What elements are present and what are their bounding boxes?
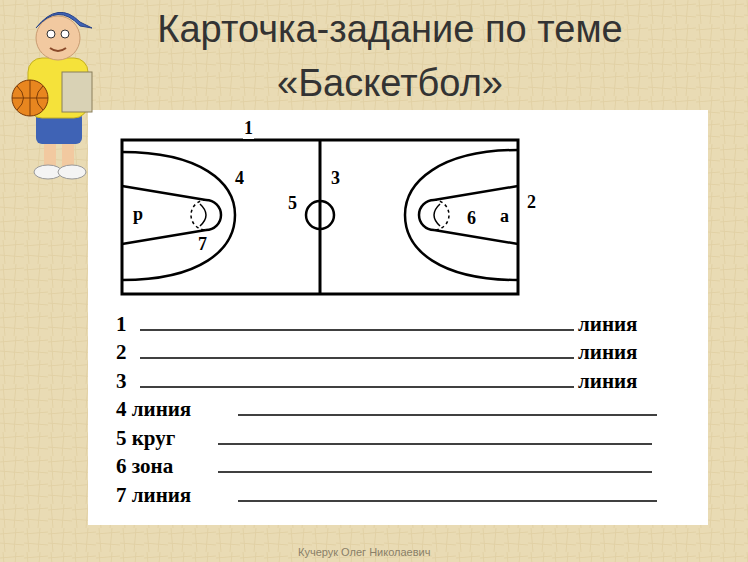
item-number: 3 xyxy=(116,369,127,394)
item-prompt: 6 зона xyxy=(116,454,173,479)
author-watermark: Кучерук Олег Николаевич xyxy=(298,546,430,558)
answer-lines xyxy=(140,330,657,501)
cartoon-player xyxy=(12,12,92,179)
item-number: 2 xyxy=(116,340,127,365)
callout-number: 4 xyxy=(234,168,245,189)
court-letter: а xyxy=(499,206,510,227)
item-word: линия xyxy=(578,312,637,337)
item-prompt: 4 линия xyxy=(116,397,191,422)
item-prompt: 7 линия xyxy=(116,483,191,508)
callout-number: 6 xyxy=(466,208,477,229)
item-number: 1 xyxy=(116,312,127,337)
callout-number: 5 xyxy=(287,193,298,214)
card-title: Карточка-задание по теме «Баскетбол» xyxy=(100,2,680,110)
callout-number: 7 xyxy=(197,234,208,255)
item-prompt: 5 круг xyxy=(116,426,175,451)
court-letter: р xyxy=(132,204,144,225)
callout-number: 2 xyxy=(526,192,537,213)
item-word: линия xyxy=(578,340,637,365)
item-word: линия xyxy=(578,369,637,394)
callout-number: 3 xyxy=(330,168,341,189)
callout-number: 1 xyxy=(243,118,254,139)
basketball-court xyxy=(122,140,518,294)
white-panel xyxy=(88,110,708,525)
